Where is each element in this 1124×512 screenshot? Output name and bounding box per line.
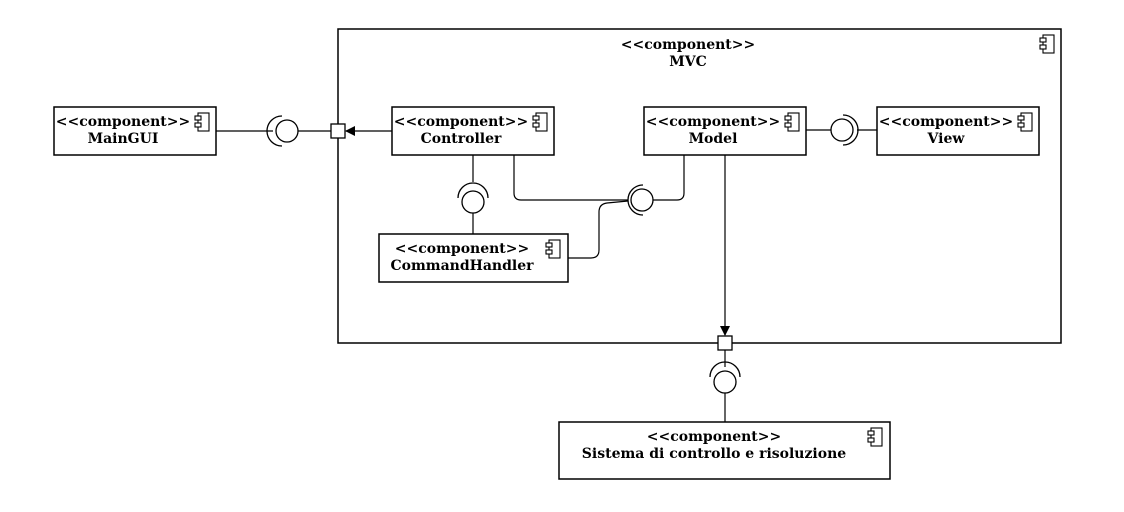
commandhandler-name: CommandHandler [390, 258, 534, 274]
socket-icon [457, 182, 489, 199]
maingui-component[interactable]: <<component>> MainGUI [53, 106, 217, 156]
component-icon [532, 112, 548, 132]
commandhandler-component[interactable]: <<component>> CommandHandler [378, 233, 569, 283]
model-component[interactable]: <<component>> Model [643, 106, 807, 156]
model-name: Model [689, 131, 738, 147]
component-icon [784, 112, 800, 132]
view-component[interactable]: <<component>> View [876, 106, 1040, 156]
controller-name: Controller [421, 131, 502, 147]
component-icon [1039, 34, 1055, 54]
mvc-component-frame[interactable]: <<component>> MVC [337, 28, 1062, 344]
sistema-component[interactable]: <<component>> Sistema di controllo e ris… [558, 421, 891, 480]
component-icon [867, 427, 883, 447]
controller-stereotype: <<component>> [394, 114, 528, 130]
controller-commandhandler-connector [457, 155, 489, 234]
sistema-stereotype: <<component>> [647, 429, 781, 445]
model-interface-connector [513, 155, 685, 259]
model-view-interface-connector [806, 114, 877, 146]
ball-icon [275, 119, 299, 143]
socket-icon [266, 115, 283, 147]
component-icon [545, 239, 561, 259]
controller-component[interactable]: <<component>> Controller [391, 106, 555, 156]
maingui-name: MainGUI [88, 131, 159, 147]
ball-icon [830, 118, 854, 142]
view-stereotype: <<component>> [879, 114, 1013, 130]
sistema-interface-connector [709, 350, 741, 422]
ball-icon [461, 190, 485, 214]
sistema-name: Sistema di controllo e risoluzione [582, 446, 846, 462]
component-icon [1017, 112, 1033, 132]
socket-icon [709, 361, 741, 378]
mvc-title: MVC [669, 54, 707, 70]
ball-icon [630, 188, 654, 212]
view-name: View [927, 131, 966, 147]
component-icon [194, 112, 210, 132]
socket-icon [627, 184, 644, 216]
mvc-bottom-port[interactable] [717, 335, 733, 351]
commandhandler-stereotype: <<component>> [395, 241, 529, 257]
maingui-interface-connector [216, 115, 331, 147]
model-stereotype: <<component>> [646, 114, 780, 130]
maingui-stereotype: <<component>> [56, 114, 190, 130]
mvc-left-port[interactable] [330, 123, 346, 139]
ball-icon [713, 370, 737, 394]
mvc-stereotype: <<component>> [621, 37, 755, 53]
